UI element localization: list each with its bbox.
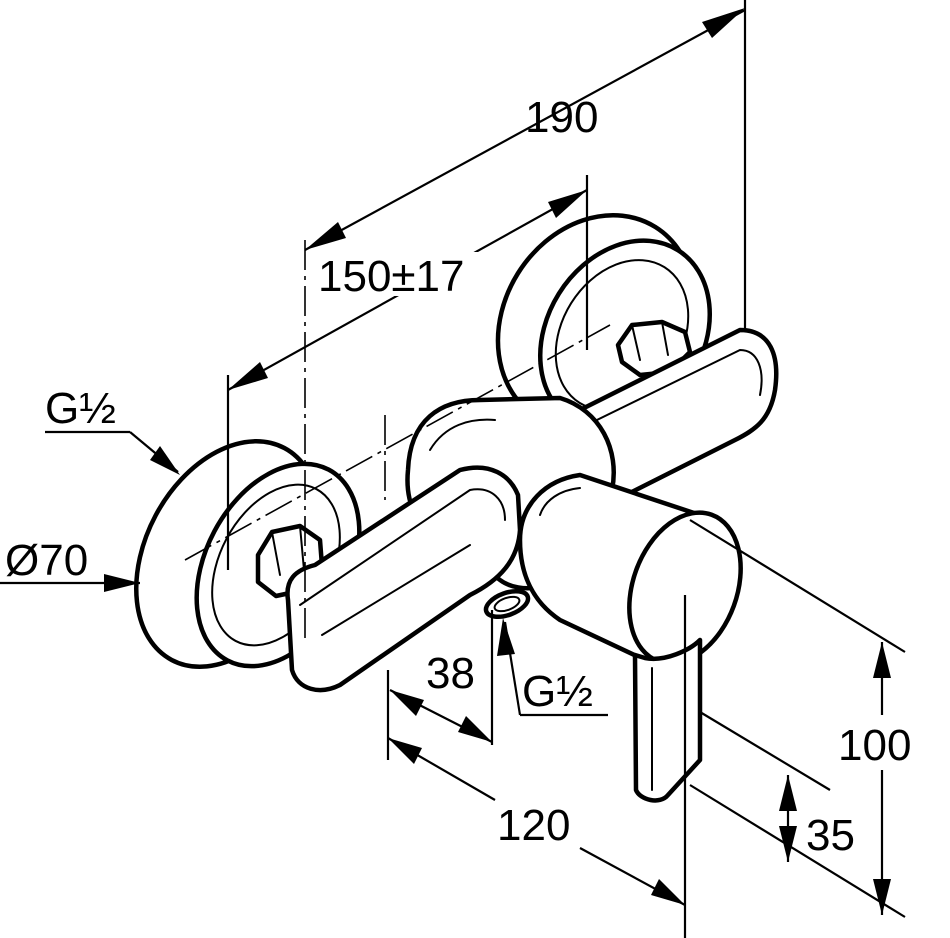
label-bg-100 — [838, 720, 926, 766]
label-g-outlet: G½ — [522, 667, 593, 716]
cartridge-cylinder — [517, 472, 743, 666]
label-diameter: Ø70 — [5, 536, 88, 585]
dim-height-total — [689, 519, 906, 918]
label-35: 35 — [806, 811, 855, 860]
dim-overall-width — [226, 0, 747, 570]
label-120: 120 — [497, 801, 570, 850]
dim-outlet-offset — [386, 610, 494, 760]
leader-diameter — [0, 574, 140, 592]
label-g-left: G½ — [45, 384, 116, 433]
leader-g-left — [45, 430, 180, 475]
label-150: 150±17 — [318, 252, 465, 301]
mixer-lever — [632, 637, 703, 803]
label-100: 100 — [838, 721, 911, 770]
leader-g-outlet — [497, 618, 608, 717]
label-190: 190 — [525, 93, 598, 142]
label-38: 38 — [426, 649, 475, 698]
dim-projection — [387, 595, 687, 938]
center-axes — [184, 240, 611, 640]
label-bg-150 — [318, 252, 478, 296]
dim-height-lever — [699, 711, 831, 862]
outlet-nozzle — [483, 588, 531, 620]
